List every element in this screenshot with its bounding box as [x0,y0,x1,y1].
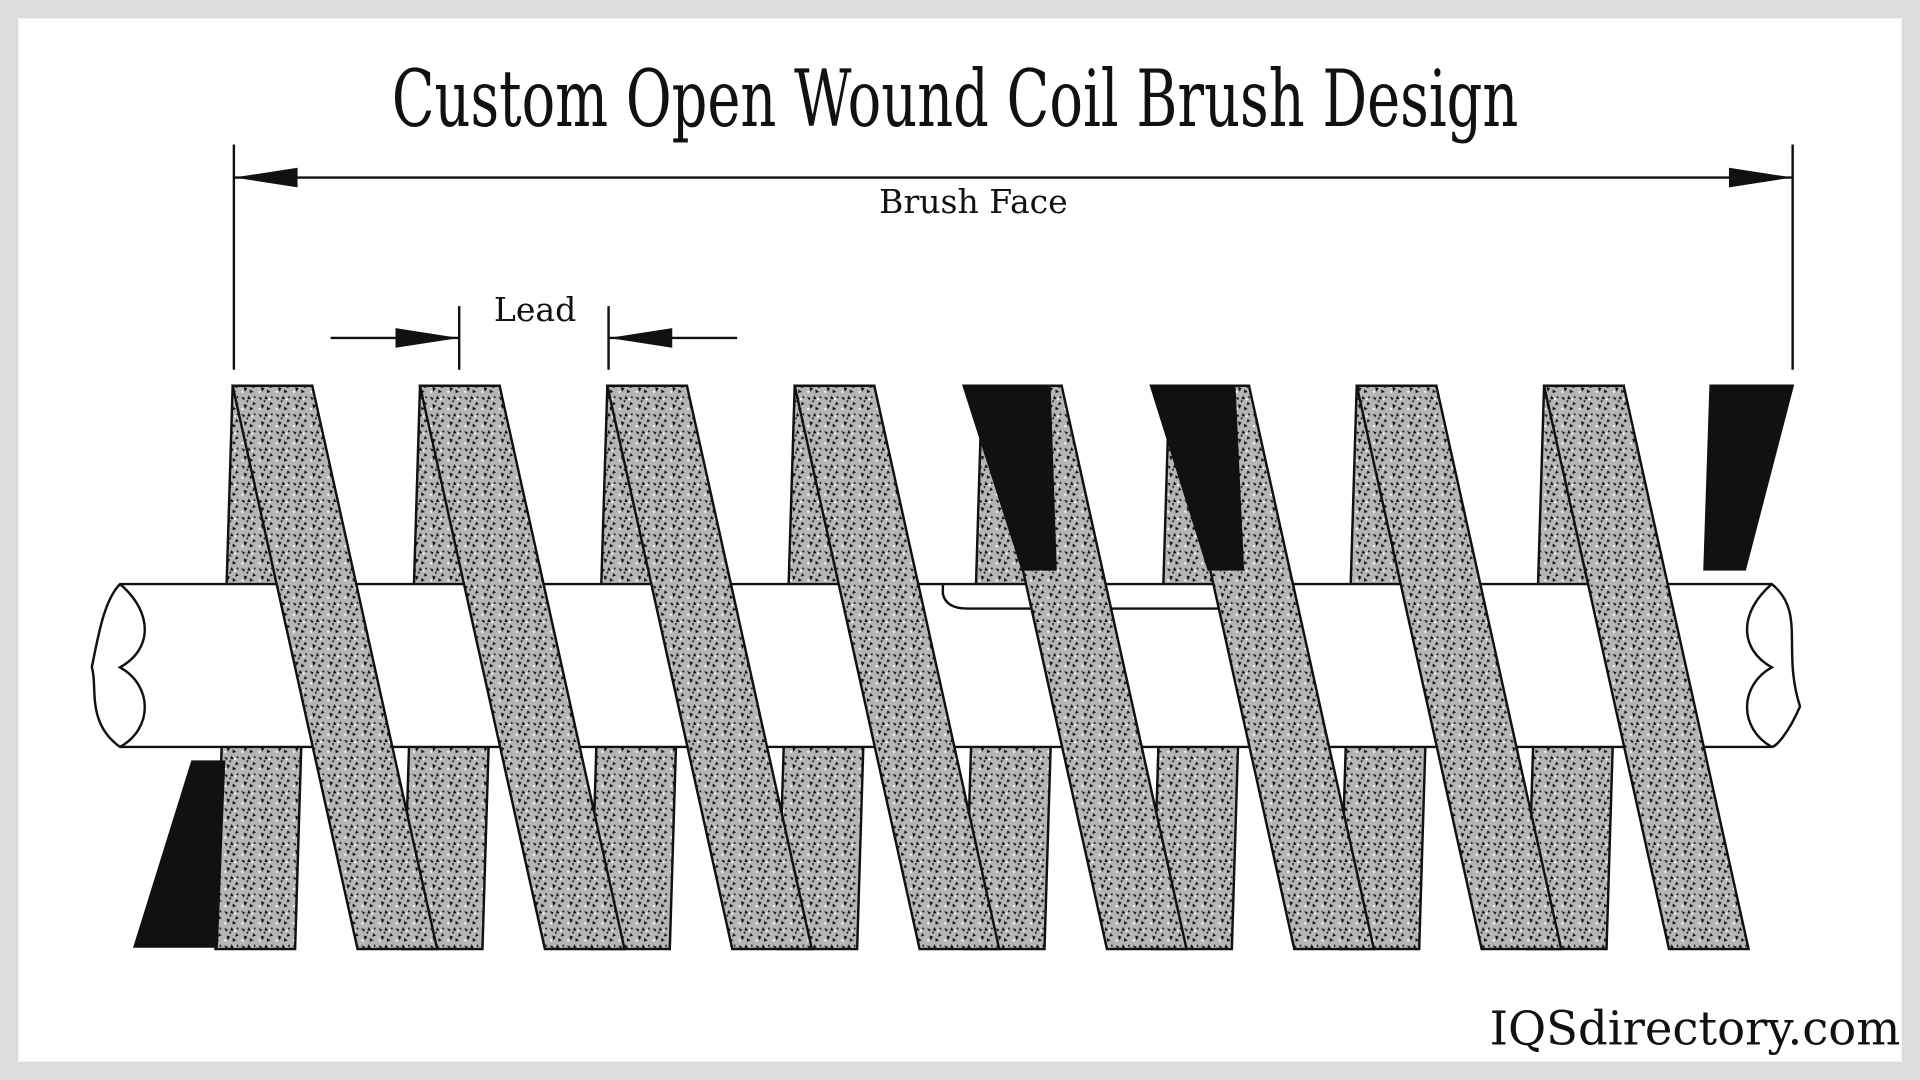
arrowhead-left-icon [233,167,298,188]
shaft-break-right [1746,583,1775,749]
coil-front-strip [231,384,439,951]
wire-ends [133,384,1795,948]
diagram-title: Custom Open Wound Coil Brush Design [392,54,1519,145]
wire-end-bottom-left [133,760,226,948]
shaft-break-left [117,583,146,749]
wire-end-top-1 [961,384,1057,571]
brush-face-dimension [232,144,1794,370]
coil-front-strip [1542,384,1751,951]
coil-front-strip [605,384,814,951]
lead-dimension [330,306,738,370]
lead-label: Lead [494,290,576,329]
iqsdirectory-logo: IQSdirectory.com [1490,1001,1901,1055]
lead-arrowhead-left-icon [395,328,460,348]
lead-arrowhead-right-icon [608,328,673,348]
brush-face-label: Brush Face [879,182,1068,221]
coil-front-strip [793,384,1001,951]
wire-end-top-right [1703,384,1795,571]
coil-front-strip [1355,384,1563,951]
coil-front-strip [418,384,627,951]
wire-end-top-2 [1149,384,1245,571]
arrowhead-right-icon [1728,167,1793,188]
